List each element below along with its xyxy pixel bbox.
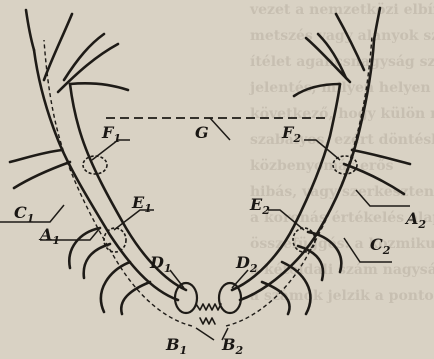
label-b1: B1	[165, 335, 187, 357]
label-b2: B2	[221, 335, 244, 357]
bg-text-line: vezet a nemzetközi elbírálás	[249, 2, 434, 18]
bg-text-line: jelentés, milyen helyen mérik	[248, 80, 434, 96]
left-crown-tine	[44, 14, 72, 80]
left-antler	[10, 10, 197, 326]
bg-text-line: összefüggés: a kozmikus érték	[250, 236, 434, 252]
bg-text-line: metszés vagy alanyok szerint	[250, 28, 434, 44]
left-tres-tine	[10, 150, 62, 162]
left-burr	[175, 283, 197, 313]
leader-b1	[196, 328, 214, 340]
label-e1: E1	[131, 193, 152, 215]
label-f2: F2	[281, 123, 301, 145]
label-g: G	[195, 123, 209, 142]
bg-text-line: szabályos, ezért döntésben	[250, 132, 434, 148]
label-f1: F1	[101, 123, 121, 145]
left-brow-tine	[121, 282, 150, 314]
left-tres-tine	[14, 162, 70, 188]
label-d1: D1	[149, 253, 172, 275]
left-brow-tine	[101, 262, 130, 312]
left-circumference-e	[104, 228, 126, 252]
skull-plate	[196, 304, 221, 324]
leader-g	[210, 118, 230, 140]
label-d2: D2	[235, 253, 258, 275]
label-a1: A1	[38, 225, 60, 247]
label-c1: C1	[14, 203, 34, 225]
left-crown-tine	[26, 10, 34, 50]
bg-text-line: következő, hogy külön mérésekkel	[250, 106, 434, 122]
left-bez-tine	[84, 244, 110, 278]
left-crown-tine	[70, 83, 128, 90]
right-burr	[219, 283, 241, 313]
